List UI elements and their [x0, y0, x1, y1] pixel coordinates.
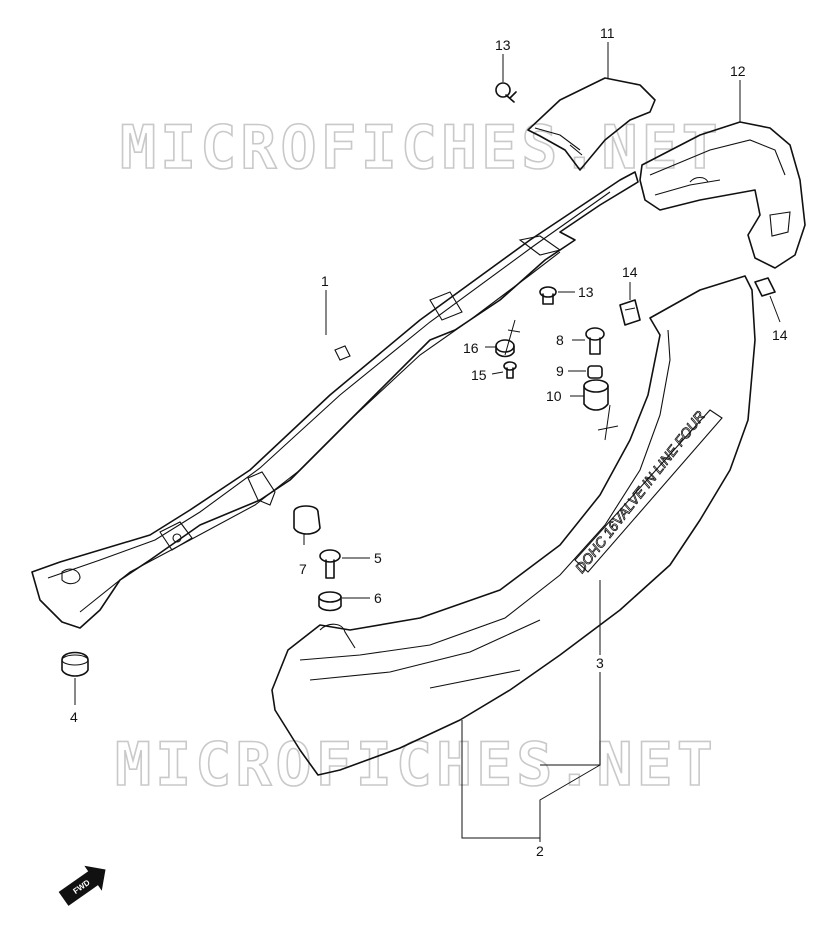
screw-part-15	[503, 361, 517, 379]
callout-13-top: 13	[495, 37, 511, 53]
watermark-top: MICROFICHES.NET	[120, 113, 722, 183]
callout-11: 11	[600, 25, 615, 41]
clip-part-14-right	[754, 277, 776, 297]
clip-part-14-left	[619, 299, 641, 326]
tail-cover-part-11	[527, 77, 656, 171]
callout-12: 12	[730, 63, 746, 79]
callout-15: 15	[471, 367, 487, 383]
nut-part-6	[318, 591, 342, 612]
callout-16: 16	[463, 340, 479, 356]
embossed-text: DOHC 16VALVE IN LINE FOUR	[572, 408, 708, 576]
callout-6: 6	[374, 590, 382, 606]
callout-13-mid: 13	[578, 284, 594, 300]
pin-part-5	[319, 549, 341, 579]
callout-8: 8	[556, 332, 564, 348]
leader-lines	[74, 42, 781, 842]
callout-labels: 1 2 3 4 5 6 7 8 9 10 11 12 13 13 14 14 1…	[70, 25, 788, 859]
grommet-part-7	[293, 505, 321, 535]
callout-14-left: 14	[622, 264, 638, 280]
cushion-part-10	[583, 379, 609, 411]
callout-10: 10	[546, 388, 562, 404]
grommet-part-16	[495, 339, 515, 358]
callout-7: 7	[299, 561, 307, 577]
fwd-arrow-badge: FWD	[58, 865, 106, 906]
callout-9: 9	[556, 363, 564, 379]
callout-2: 2	[536, 843, 544, 859]
callout-5: 5	[374, 550, 382, 566]
callout-4: 4	[70, 709, 78, 725]
screw-part-13-top	[495, 82, 517, 103]
callout-3: 3	[596, 655, 604, 671]
collar-part-9	[587, 365, 603, 379]
bolt-part-13-mid	[539, 286, 557, 305]
rear-tail-part-12	[639, 121, 806, 269]
callout-1: 1	[321, 273, 329, 289]
frame-cover-part-1	[31, 171, 639, 629]
grommet-part-4	[61, 651, 89, 677]
callout-14-right: 14	[772, 327, 788, 343]
bolt-part-8	[585, 327, 605, 355]
